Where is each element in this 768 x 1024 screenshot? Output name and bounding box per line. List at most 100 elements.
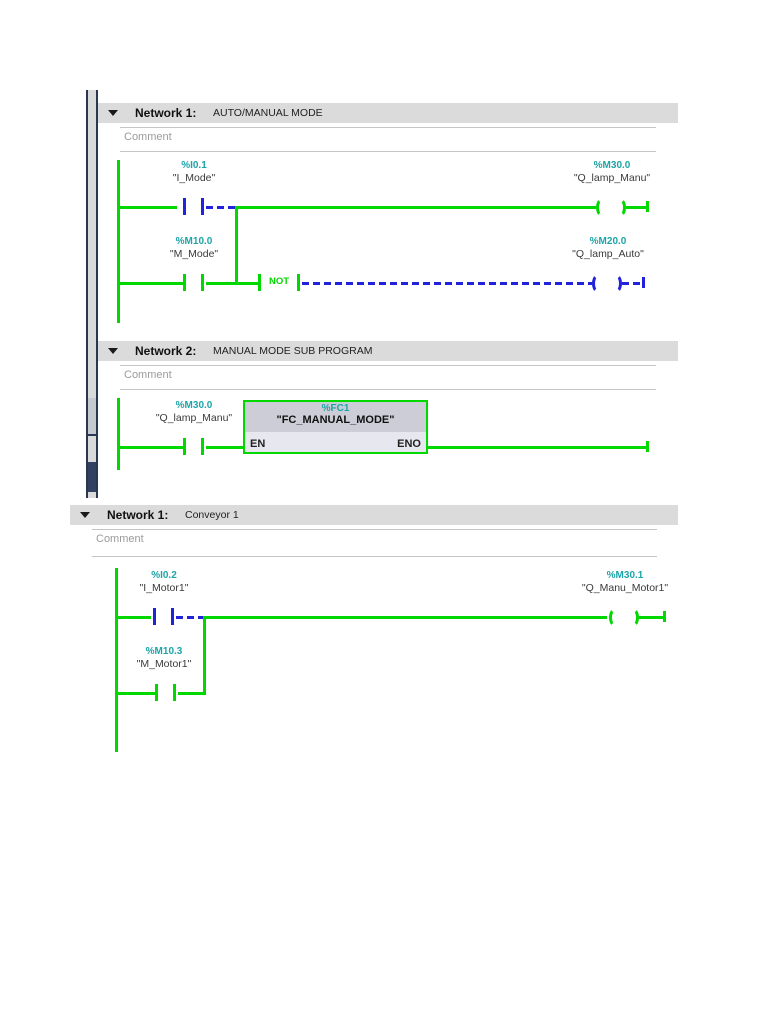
fc-en-pin: EN <box>250 438 266 450</box>
no-contact-m-motor1[interactable] <box>153 684 178 702</box>
fc-eno-pin: ENO <box>397 438 421 450</box>
fc-address: %FC1 <box>321 403 350 414</box>
line-end-tick <box>663 611 666 622</box>
comment-field[interactable]: Comment <box>96 533 144 545</box>
not-instruction[interactable]: NOT <box>258 274 300 292</box>
wire <box>639 616 663 619</box>
network-label: Network 1: <box>135 106 197 120</box>
operand-label[interactable]: %M10.0 "M_Mode" <box>124 235 264 261</box>
collapse-arrow-icon[interactable] <box>80 512 90 518</box>
vertical-scrollbar[interactable] <box>86 90 98 498</box>
fc-block-header: %FC1 "FC_MANUAL_MODE" <box>245 402 426 432</box>
operand-label[interactable]: %M10.3 "M_Motor1" <box>94 645 234 671</box>
contact-bar <box>201 438 204 455</box>
scrollbar-thumb[interactable] <box>88 398 96 436</box>
operand-name: "M_Mode" <box>169 248 219 260</box>
coil-paren <box>609 608 621 627</box>
no-contact-m-mode[interactable] <box>181 274 206 292</box>
operand-address: %M30.1 <box>606 570 644 581</box>
operand-name: "Q_lamp_Auto" <box>572 248 644 260</box>
not-bar <box>258 274 261 291</box>
coil-q-lamp-manu[interactable] <box>594 198 630 217</box>
branch-wire <box>203 616 206 695</box>
wire <box>235 206 596 209</box>
fc-call-block[interactable]: %FC1 "FC_MANUAL_MODE" EN ENO <box>243 400 428 454</box>
contact-bar <box>201 198 204 215</box>
wire <box>626 206 646 209</box>
operand-name: "Q_Manu_Motor1" <box>581 582 669 594</box>
operand-name: "M_Motor1" <box>136 658 192 670</box>
operand-label[interactable]: %M30.0 "Q_lamp_Manu" <box>124 399 264 425</box>
power-rail <box>115 568 118 752</box>
branch-wire <box>235 206 238 285</box>
scrollbar-end-block <box>88 462 96 492</box>
coil-q-lamp-auto[interactable] <box>590 274 626 293</box>
wire <box>117 282 183 285</box>
coil-paren <box>610 274 622 293</box>
not-bar <box>297 274 300 291</box>
operand-name: "Q_lamp_Manu" <box>155 412 233 424</box>
coil-paren <box>596 198 608 217</box>
coil-q-manu-motor1[interactable] <box>607 608 643 627</box>
no-contact-q-lamp-manu[interactable] <box>181 438 206 456</box>
no-contact-i-mode[interactable] <box>181 198 206 216</box>
network-title: Conveyor 1 <box>185 509 239 521</box>
network-label: Network 2: <box>135 344 197 358</box>
collapse-arrow-icon[interactable] <box>108 348 118 354</box>
not-label: NOT <box>268 276 290 287</box>
coil-paren <box>627 608 639 627</box>
wire <box>203 616 607 619</box>
contact-bar <box>171 608 174 625</box>
comment-divider <box>120 365 656 366</box>
contact-bar <box>183 198 186 215</box>
operand-label[interactable]: %I0.1 "I_Mode" <box>124 159 264 185</box>
comment-divider <box>120 127 656 128</box>
comment-field[interactable]: Comment <box>124 131 172 143</box>
wire <box>115 616 151 619</box>
wire <box>117 206 177 209</box>
network-title: AUTO/MANUAL MODE <box>213 107 323 119</box>
contact-bar <box>173 684 176 701</box>
wire <box>206 446 243 449</box>
collapse-arrow-icon[interactable] <box>108 110 118 116</box>
operand-name: "I_Mode" <box>172 172 216 184</box>
comment-divider <box>92 529 657 530</box>
comment-field[interactable]: Comment <box>124 369 172 381</box>
wire <box>206 282 258 285</box>
wire <box>178 692 206 695</box>
wire-no-flow <box>302 282 592 285</box>
operand-address: %I0.2 <box>151 570 177 581</box>
operand-label[interactable]: %I0.2 "I_Motor1" <box>94 569 234 595</box>
contact-bar <box>183 438 186 455</box>
network-1-header[interactable]: Network 1: AUTO/MANUAL MODE <box>98 103 678 123</box>
contact-bar <box>183 274 186 291</box>
wire <box>428 446 646 449</box>
power-rail <box>117 160 120 323</box>
operand-label[interactable]: %M30.1 "Q_Manu_Motor1" <box>555 569 695 595</box>
network-2-header[interactable]: Network 2: MANUAL MODE SUB PROGRAM <box>98 341 678 361</box>
contact-bar <box>201 274 204 291</box>
no-contact-i-motor1[interactable] <box>151 608 176 626</box>
contact-bar <box>155 684 158 701</box>
network-conveyor-header[interactable]: Network 1: Conveyor 1 <box>70 505 678 525</box>
operand-label[interactable]: %M20.0 "Q_lamp_Auto" <box>538 235 678 261</box>
operand-label[interactable]: %M30.0 "Q_lamp_Manu" <box>542 159 682 185</box>
operand-name: "I_Motor1" <box>139 582 189 594</box>
wire <box>115 692 155 695</box>
contact-bar <box>153 608 156 625</box>
network-title: MANUAL MODE SUB PROGRAM <box>213 345 373 357</box>
coil-paren <box>614 198 626 217</box>
coil-paren <box>592 274 604 293</box>
line-end-tick <box>646 201 649 212</box>
fc-name: "FC_MANUAL_MODE" <box>276 414 395 426</box>
wire-no-flow <box>206 206 235 209</box>
operand-address: %M10.0 <box>175 236 213 247</box>
wire <box>117 446 183 449</box>
operand-address: %M30.0 <box>593 160 631 171</box>
operand-address: %M20.0 <box>589 236 627 247</box>
operand-address: %M30.0 <box>175 400 213 411</box>
comment-divider <box>120 151 656 152</box>
comment-divider <box>92 556 657 557</box>
network-label: Network 1: <box>107 508 169 522</box>
